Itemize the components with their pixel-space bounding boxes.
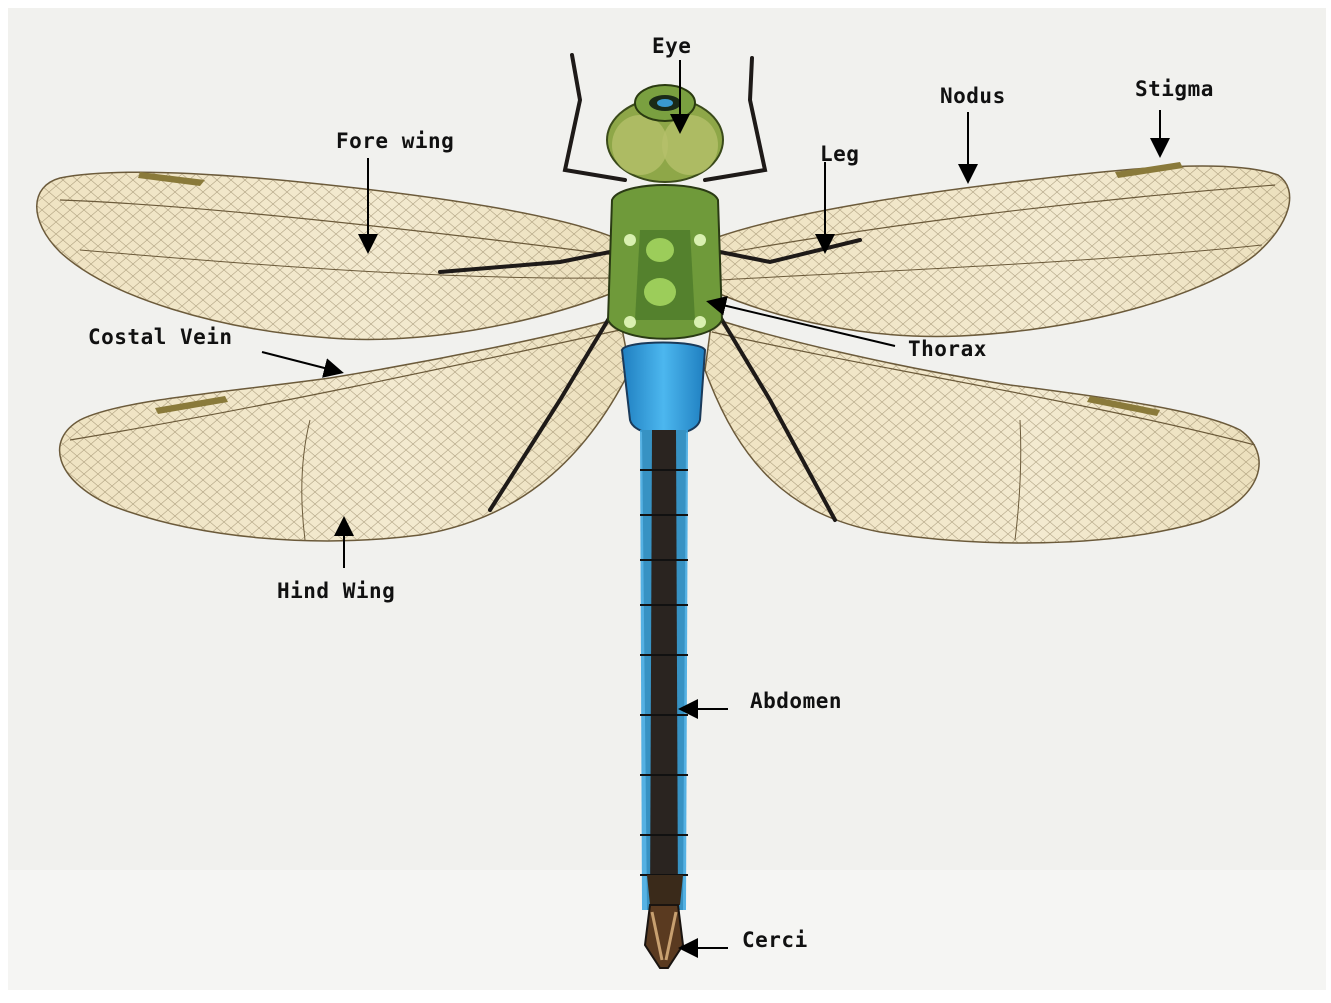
thorax — [608, 185, 722, 339]
label-costal-vein: Costal Vein — [88, 325, 233, 349]
label-thorax: Thorax — [908, 337, 987, 361]
label-fore-wing: Fore wing — [336, 129, 454, 153]
label-cerci: Cerci — [742, 928, 808, 952]
label-nodus: Nodus — [940, 84, 1006, 108]
label-eye: Eye — [652, 34, 691, 58]
label-hind-wing: Hind Wing — [277, 579, 395, 603]
label-stigma: Stigma — [1135, 77, 1214, 101]
label-abdomen: Abdomen — [750, 689, 842, 713]
label-leg: Leg — [820, 142, 859, 166]
